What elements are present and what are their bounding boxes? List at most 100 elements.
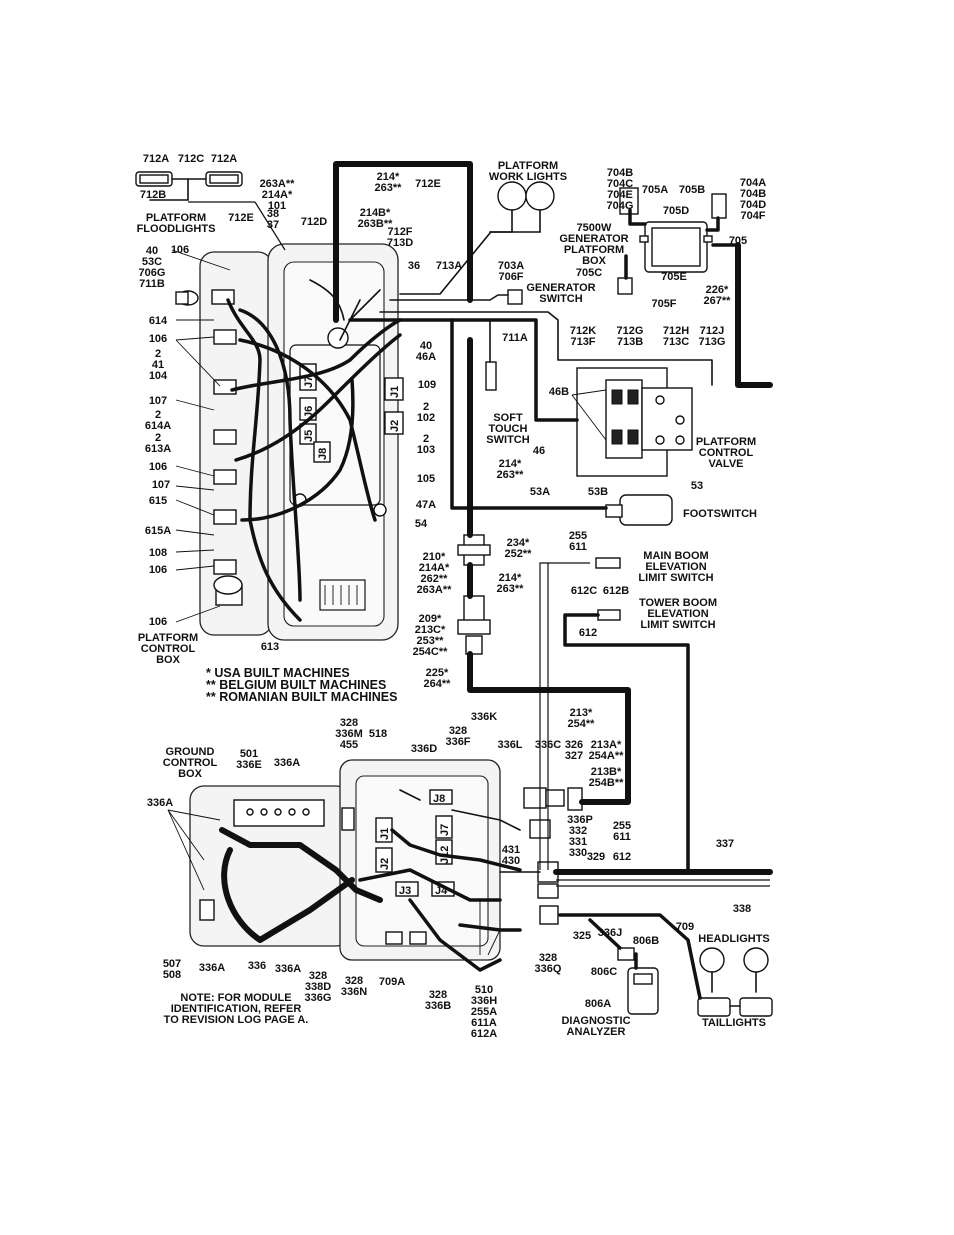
text-line: 331: [569, 836, 587, 848]
text-line: 704G: [607, 200, 634, 212]
cable-connectors: [457, 534, 491, 655]
text-line: PLATFORM: [696, 436, 756, 448]
wire-label: 53A: [530, 486, 550, 498]
connector-j3: J3: [399, 885, 411, 897]
tower-boom-limit-switch-body: [597, 609, 621, 621]
text-line: 712F: [387, 226, 412, 238]
platform-floodlights: [135, 171, 286, 251]
text-line: PLATFORM: [138, 632, 198, 644]
wire-label: 712C: [178, 153, 204, 165]
text-line: 336N: [341, 986, 367, 998]
text-line: 713D: [387, 237, 413, 249]
text-line: 611: [613, 831, 631, 843]
wire-label: 705B: [679, 184, 705, 196]
text-line: 213C*: [415, 624, 446, 636]
wire-label: 106: [149, 616, 167, 628]
text-line: 2: [155, 409, 161, 421]
text-line: 705F: [651, 298, 676, 310]
text-line: 613A: [145, 443, 171, 455]
wire-label: 46: [533, 445, 545, 457]
text-line: 705E: [661, 271, 687, 283]
text-line: 612B: [603, 585, 629, 597]
text-line: DIAGNOSTIC: [561, 1015, 630, 1027]
text-line: WORK LIGHTS: [489, 171, 567, 183]
platform-work-lights: [489, 181, 555, 233]
wire-label: 712E: [415, 178, 441, 190]
footswitch: [605, 494, 673, 526]
soft-touch-switch-body: [485, 361, 497, 391]
text-line: 705C: [576, 267, 602, 279]
text-line: TOWER BOOM: [639, 597, 717, 609]
wire-label: 214*263**: [497, 572, 525, 595]
text-line: ELEVATION: [647, 608, 708, 620]
text-line: 704D: [740, 199, 766, 211]
text-line: 328: [539, 952, 557, 964]
text-line: 254C**: [413, 646, 449, 658]
text-line: 332: [569, 825, 587, 837]
wire-label: 336P: [567, 814, 593, 826]
text-line: 336J: [598, 927, 622, 939]
text-line: 336A: [274, 757, 300, 769]
text-line: BOX: [582, 255, 607, 267]
text-line: 431: [502, 844, 520, 856]
text-line: 47A: [416, 499, 436, 511]
wire-label: 709A: [379, 976, 405, 988]
text-line: 336C: [535, 739, 561, 751]
text-line: 704A: [740, 177, 766, 189]
wire-label: 712E: [228, 212, 254, 224]
text-line: 328: [309, 970, 327, 982]
text-line: 337: [716, 838, 734, 850]
text-line: 2: [423, 401, 429, 413]
text-line: 613: [261, 641, 279, 653]
wire-label: 213*254**: [568, 707, 596, 730]
wire-label: 612B: [603, 585, 629, 597]
text-line: 210*: [423, 551, 446, 563]
text-line: ANALYZER: [567, 1026, 626, 1038]
text-line: 705: [729, 235, 747, 247]
text-line: 106: [149, 461, 167, 473]
text-line: 263A**: [417, 584, 453, 596]
text-line: BOX: [156, 654, 181, 666]
text-line: 329: [587, 851, 605, 863]
wire-label: 705D: [663, 205, 689, 217]
connector-j8-top: J8: [317, 448, 329, 460]
text-line: SWITCH: [486, 434, 529, 446]
wire-label: 612: [579, 627, 597, 639]
legend: * USA BUILT MACHINES ** BELGIUM BUILT MA…: [206, 666, 397, 704]
text-line: GENERATOR: [559, 233, 628, 245]
text-line: 336H: [471, 995, 497, 1007]
wire-label: 54: [415, 518, 428, 530]
text-line: 38: [267, 208, 279, 220]
wire-label: 226*267**: [704, 284, 732, 307]
text-line: 611: [569, 541, 587, 553]
text-line: 53: [691, 480, 703, 492]
wire-label: 705C: [576, 267, 602, 279]
wire-label: 325: [573, 930, 591, 942]
text-line: 336K: [471, 711, 497, 723]
text-line: 213*: [570, 707, 593, 719]
text-line: TOUCH: [489, 423, 528, 435]
wire-label: 107: [152, 479, 170, 491]
wire-label: 711A: [502, 332, 528, 344]
text-line: 7500W: [577, 222, 612, 234]
text-line: 46: [533, 445, 545, 457]
text-line: LIMIT SWITCH: [638, 572, 713, 584]
platform-control-valve: [576, 367, 693, 477]
wire-label: 213B*254B**: [589, 766, 625, 789]
text-line: GENERATOR: [526, 282, 595, 294]
wire-label: 705E: [661, 271, 687, 283]
text-line: 336D: [411, 743, 437, 755]
